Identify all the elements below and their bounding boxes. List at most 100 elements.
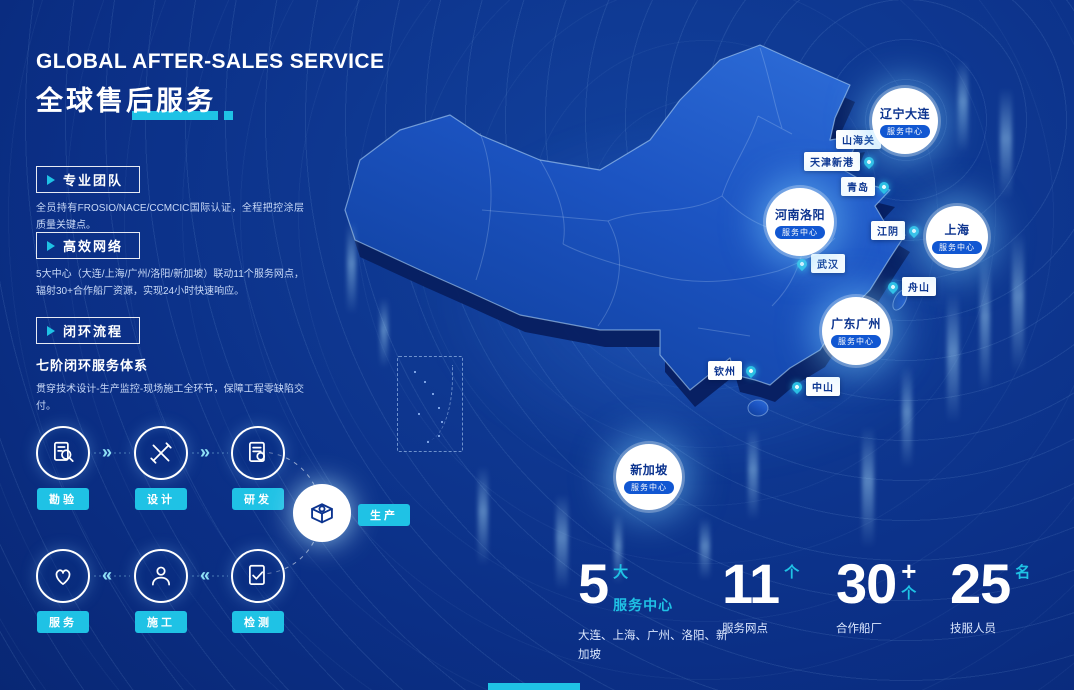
marker-tag: 服务中心 — [624, 480, 674, 494]
design-icon — [150, 442, 172, 464]
map-pin-icon — [906, 223, 922, 238]
header: GLOBAL AFTER-SALES SERVICE 全球售后服务 — [36, 50, 385, 120]
point-qinzhou: 钦州 — [708, 361, 759, 380]
marker-tag: 服务中心 — [775, 225, 825, 239]
worker-icon — [152, 566, 170, 586]
light-streak — [380, 298, 388, 368]
map-pin-icon — [789, 379, 805, 394]
process-flow: » » 勘验 设计 研发 生产 — [30, 420, 440, 665]
step-label-survey: 勘验 — [37, 488, 89, 510]
light-streak — [980, 253, 990, 393]
stat-description: 服务网点 — [722, 622, 768, 635]
point-wuhan: 武汉 — [794, 254, 845, 273]
section-closed-loop: 闭环流程 七阶闭环服务体系 贯穿技术设计-生产监控-现场施工全环节，保障工程零缺… — [36, 317, 304, 415]
flag-triangle-icon — [47, 325, 55, 336]
marker-city: 辽宁大连 — [879, 106, 930, 121]
section-efficient-network: 高效网络 5大中心（大连/上海/广州/洛阳/新加坡）联动11个服务网点，辐射30… — [36, 232, 304, 300]
hainan-island — [747, 399, 769, 417]
flag-triangle-icon — [47, 240, 55, 251]
light-streak — [700, 518, 710, 580]
light-streak — [862, 426, 874, 548]
stat-description: 技服人员 — [950, 622, 996, 635]
heart-icon — [55, 569, 71, 585]
stat-description: 合作船厂 — [836, 622, 882, 635]
stat-unit: 大 — [613, 564, 629, 581]
step-label-design: 设计 — [135, 488, 187, 510]
map-pin-icon — [876, 179, 892, 194]
step-label-production: 生产 — [358, 504, 410, 526]
point-label: 山海关 — [836, 130, 881, 149]
point-label: 江阴 — [871, 221, 905, 240]
marker-city: 上海 — [944, 222, 970, 237]
step-circle-construction — [134, 549, 188, 603]
point-zhoushan: 舟山 — [885, 277, 936, 296]
map-pin-icon — [743, 363, 759, 378]
marker-city: 新加坡 — [630, 462, 668, 477]
map-pin-icon — [794, 256, 810, 271]
section-body: 贯穿技术设计-生产监控-现场施工全环节，保障工程零缺陷交付。 — [36, 384, 304, 412]
light-streak — [1012, 233, 1024, 373]
point-shanhaiguan: 山海关 — [836, 130, 898, 149]
marker-city: 广东广州 — [830, 316, 881, 331]
stat-description: 大连、上海、广州、洛阳、新加坡 — [578, 630, 728, 661]
marker-shanghai: 上海 服务中心 — [926, 206, 988, 268]
point-tianjin: 天津新港 — [804, 152, 877, 171]
stat-unit-label: 服务中心 — [613, 597, 674, 613]
section-body: 5大中心（大连/上海/广州/洛阳/新加坡）联动11个服务网点，辐射30+合作船厂… — [36, 269, 304, 297]
section-label: 闭环流程 — [36, 317, 141, 344]
page-title-en: GLOBAL AFTER-SALES SERVICE — [36, 50, 385, 73]
light-streak — [347, 222, 356, 314]
stat-unit: 个 — [784, 564, 800, 581]
arrow-right-icon: » — [102, 442, 113, 462]
stat-plus-sign: + — [901, 556, 917, 586]
marker-tag: 服务中心 — [880, 124, 930, 138]
stat-technical-staff: 25 名 技服人员 — [950, 552, 1030, 639]
step-label-service: 服务 — [37, 611, 89, 633]
point-label: 青岛 — [841, 177, 875, 196]
point-label: 钦州 — [708, 361, 742, 380]
step-circle-rnd — [231, 426, 285, 480]
light-streak — [1000, 88, 1012, 200]
stat-partner-shipyards: 30 + 个 合作船厂 — [836, 556, 917, 639]
light-streak — [947, 293, 959, 423]
step-circle-design — [134, 426, 188, 480]
light-streak — [958, 60, 968, 152]
point-jiangyin: 江阴 — [871, 221, 922, 240]
point-qingdao: 青岛 — [841, 177, 892, 196]
marker-dalian: 辽宁大连 服务中心 — [872, 88, 938, 154]
inspection-check-icon — [249, 564, 265, 585]
production-box-icon — [311, 503, 333, 524]
stat-value: 25 — [950, 552, 1011, 615]
section-label: 专业团队 — [36, 166, 141, 193]
light-streak — [478, 466, 488, 566]
arrow-left-icon: « — [102, 565, 113, 585]
step-circle-survey — [36, 426, 90, 480]
stat-value: 11 — [722, 552, 780, 615]
step-label-construction: 施工 — [135, 611, 187, 633]
section-label-text: 高效网络 — [63, 239, 124, 254]
point-label: 武汉 — [811, 254, 845, 273]
marker-singapore: 新加坡 服务中心 — [616, 444, 682, 510]
arrow-right-icon: » — [200, 442, 211, 462]
step-label-inspection: 检测 — [232, 611, 284, 633]
rnd-document-icon — [249, 441, 266, 462]
flow-connector-lines — [94, 451, 322, 577]
light-streak — [614, 514, 622, 584]
section-label-text: 闭环流程 — [63, 324, 124, 339]
section-label: 高效网络 — [36, 232, 141, 259]
light-streak — [748, 428, 758, 520]
marker-tag: 服务中心 — [831, 334, 881, 348]
step-circle-inspection — [231, 549, 285, 603]
survey-icon — [54, 441, 74, 462]
stat-value: 5 — [578, 552, 609, 615]
point-label: 舟山 — [902, 277, 936, 296]
marker-tag: 服务中心 — [932, 240, 982, 254]
marker-city: 河南洛阳 — [774, 207, 825, 222]
stat-service-points: 11 个 服务网点 — [722, 552, 800, 639]
marker-guangzhou: 广东广州 服务中心 — [822, 297, 890, 365]
south-sea-inset-map — [397, 356, 463, 452]
section-body: 全员持有FROSIO/NACE/CCMCIC国际认证，全程把控涂层质量关键点。 — [36, 203, 304, 231]
map-pin-icon — [885, 279, 901, 294]
section-subtitle: 七阶闭环服务体系 — [36, 358, 149, 373]
